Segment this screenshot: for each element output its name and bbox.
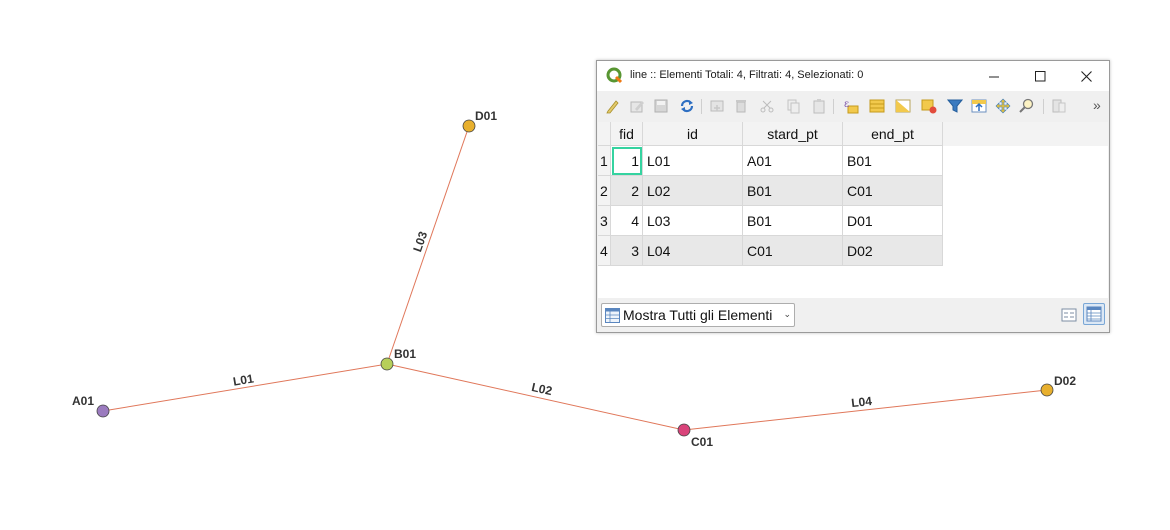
filter-label: Mostra Tutti gli Elementi xyxy=(623,307,773,323)
line-label-L02: L02 xyxy=(530,380,554,398)
minimize-button[interactable] xyxy=(971,61,1017,91)
node-label-C01: C01 xyxy=(691,435,713,449)
node-label-B01: B01 xyxy=(394,347,416,361)
node-D02[interactable] xyxy=(1040,383,1054,397)
table-icon xyxy=(605,308,620,323)
maximize-button[interactable] xyxy=(1017,61,1063,91)
table-cell-stard-pt[interactable]: B01 xyxy=(743,176,843,206)
window-title: line :: Elementi Totali: 4, Filtrati: 4,… xyxy=(630,69,864,81)
line-label-L03: L03 xyxy=(410,229,430,253)
toolbar: ε » xyxy=(597,91,1109,121)
table-view-button[interactable] xyxy=(1083,303,1105,325)
paste-icon[interactable] xyxy=(811,98,827,114)
close-button[interactable] xyxy=(1063,61,1109,91)
maximize-icon xyxy=(1034,70,1045,81)
node-label-D02: D02 xyxy=(1054,374,1076,388)
multi-edit-icon[interactable] xyxy=(629,98,645,114)
node-A01[interactable] xyxy=(96,404,110,418)
table-view-icon xyxy=(1086,306,1102,322)
close-icon xyxy=(1080,70,1092,82)
table-cell-stard-pt[interactable]: B01 xyxy=(743,206,843,236)
select-all-icon[interactable] xyxy=(869,98,885,114)
line-label-L04: L04 xyxy=(851,394,873,410)
filter-icon[interactable] xyxy=(947,98,963,114)
chevron-down-icon: ⌄ xyxy=(783,309,791,319)
more-icon[interactable]: » xyxy=(1093,97,1101,113)
node-D01[interactable] xyxy=(462,119,476,133)
delete-feature-icon[interactable] xyxy=(733,98,749,114)
select-expression-icon[interactable]: ε xyxy=(843,98,859,114)
line-L01[interactable] xyxy=(102,363,388,412)
svg-text:ε: ε xyxy=(844,99,849,110)
title-bar[interactable]: line :: Elementi Totali: 4, Filtrati: 4,… xyxy=(597,61,1109,91)
edit-pencil-icon[interactable] xyxy=(605,98,621,114)
column-header-id[interactable]: id xyxy=(643,122,743,146)
bottom-bar: Mostra Tutti gli Elementi ⌄ xyxy=(597,299,1109,332)
table-cell-fid[interactable]: 4 xyxy=(611,206,643,236)
new-field-icon[interactable] xyxy=(1051,98,1067,114)
attribute-table-window[interactable]: line :: Elementi Totali: 4, Filtrati: 4,… xyxy=(596,60,1110,333)
column-header-fid[interactable]: fid xyxy=(611,122,643,146)
table-cell-fid[interactable]: 2 xyxy=(611,176,643,206)
invert-selection-icon[interactable] xyxy=(895,98,911,114)
toolbar-separator xyxy=(833,99,834,114)
column-header-end-pt[interactable]: end_pt xyxy=(843,122,943,146)
header-filler xyxy=(943,122,1108,146)
zoom-to-selection-icon[interactable] xyxy=(1019,98,1035,114)
row-header[interactable]: 3 xyxy=(598,206,611,236)
deselect-icon[interactable] xyxy=(921,98,937,114)
table-cell-stard-pt[interactable]: C01 xyxy=(743,236,843,266)
table-cell-id[interactable]: L04 xyxy=(643,236,743,266)
form-view-icon[interactable] xyxy=(1059,305,1079,325)
table-cell-id[interactable]: L01 xyxy=(643,146,743,176)
toolbar-separator xyxy=(701,99,702,114)
pan-to-selection-icon[interactable] xyxy=(995,98,1011,114)
attribute-table[interactable]: fid id stard_pt end_pt 1 1 L01 A01 B01 2… xyxy=(598,122,1108,298)
save-edits-icon[interactable] xyxy=(653,98,669,114)
column-header-stard-pt[interactable]: stard_pt xyxy=(743,122,843,146)
row-header[interactable]: 4 xyxy=(598,236,611,266)
line-label-L01: L01 xyxy=(232,371,255,388)
table-cell-fid[interactable]: 3 xyxy=(611,236,643,266)
minimize-icon xyxy=(988,76,999,77)
node-C01[interactable] xyxy=(677,423,691,437)
qgis-logo-icon xyxy=(606,67,623,84)
line-L02[interactable] xyxy=(386,363,685,431)
table-cell-id[interactable]: L02 xyxy=(643,176,743,206)
table-cell-end-pt[interactable]: B01 xyxy=(843,146,943,176)
node-label-A01: A01 xyxy=(72,394,94,408)
table-cell-end-pt[interactable]: D02 xyxy=(843,236,943,266)
reload-icon[interactable] xyxy=(679,98,695,114)
node-B01[interactable] xyxy=(380,357,394,371)
corner-header[interactable] xyxy=(598,122,611,146)
row-header[interactable]: 2 xyxy=(598,176,611,206)
node-label-D01: D01 xyxy=(475,109,497,123)
add-feature-icon[interactable] xyxy=(709,98,725,114)
table-cell-id[interactable]: L03 xyxy=(643,206,743,236)
move-selection-top-icon[interactable] xyxy=(971,98,987,114)
copy-icon[interactable] xyxy=(785,98,801,114)
feature-filter-dropdown[interactable]: Mostra Tutti gli Elementi ⌄ xyxy=(601,303,795,327)
table-cell-fid[interactable]: 1 xyxy=(611,146,643,176)
cut-icon[interactable] xyxy=(759,98,775,114)
table-cell-end-pt[interactable]: D01 xyxy=(843,206,943,236)
toolbar-separator xyxy=(1043,99,1044,114)
row-header[interactable]: 1 xyxy=(598,146,611,176)
table-cell-end-pt[interactable]: C01 xyxy=(843,176,943,206)
line-L03[interactable] xyxy=(386,125,470,365)
table-cell-stard-pt[interactable]: A01 xyxy=(743,146,843,176)
line-L04[interactable] xyxy=(683,389,1048,431)
